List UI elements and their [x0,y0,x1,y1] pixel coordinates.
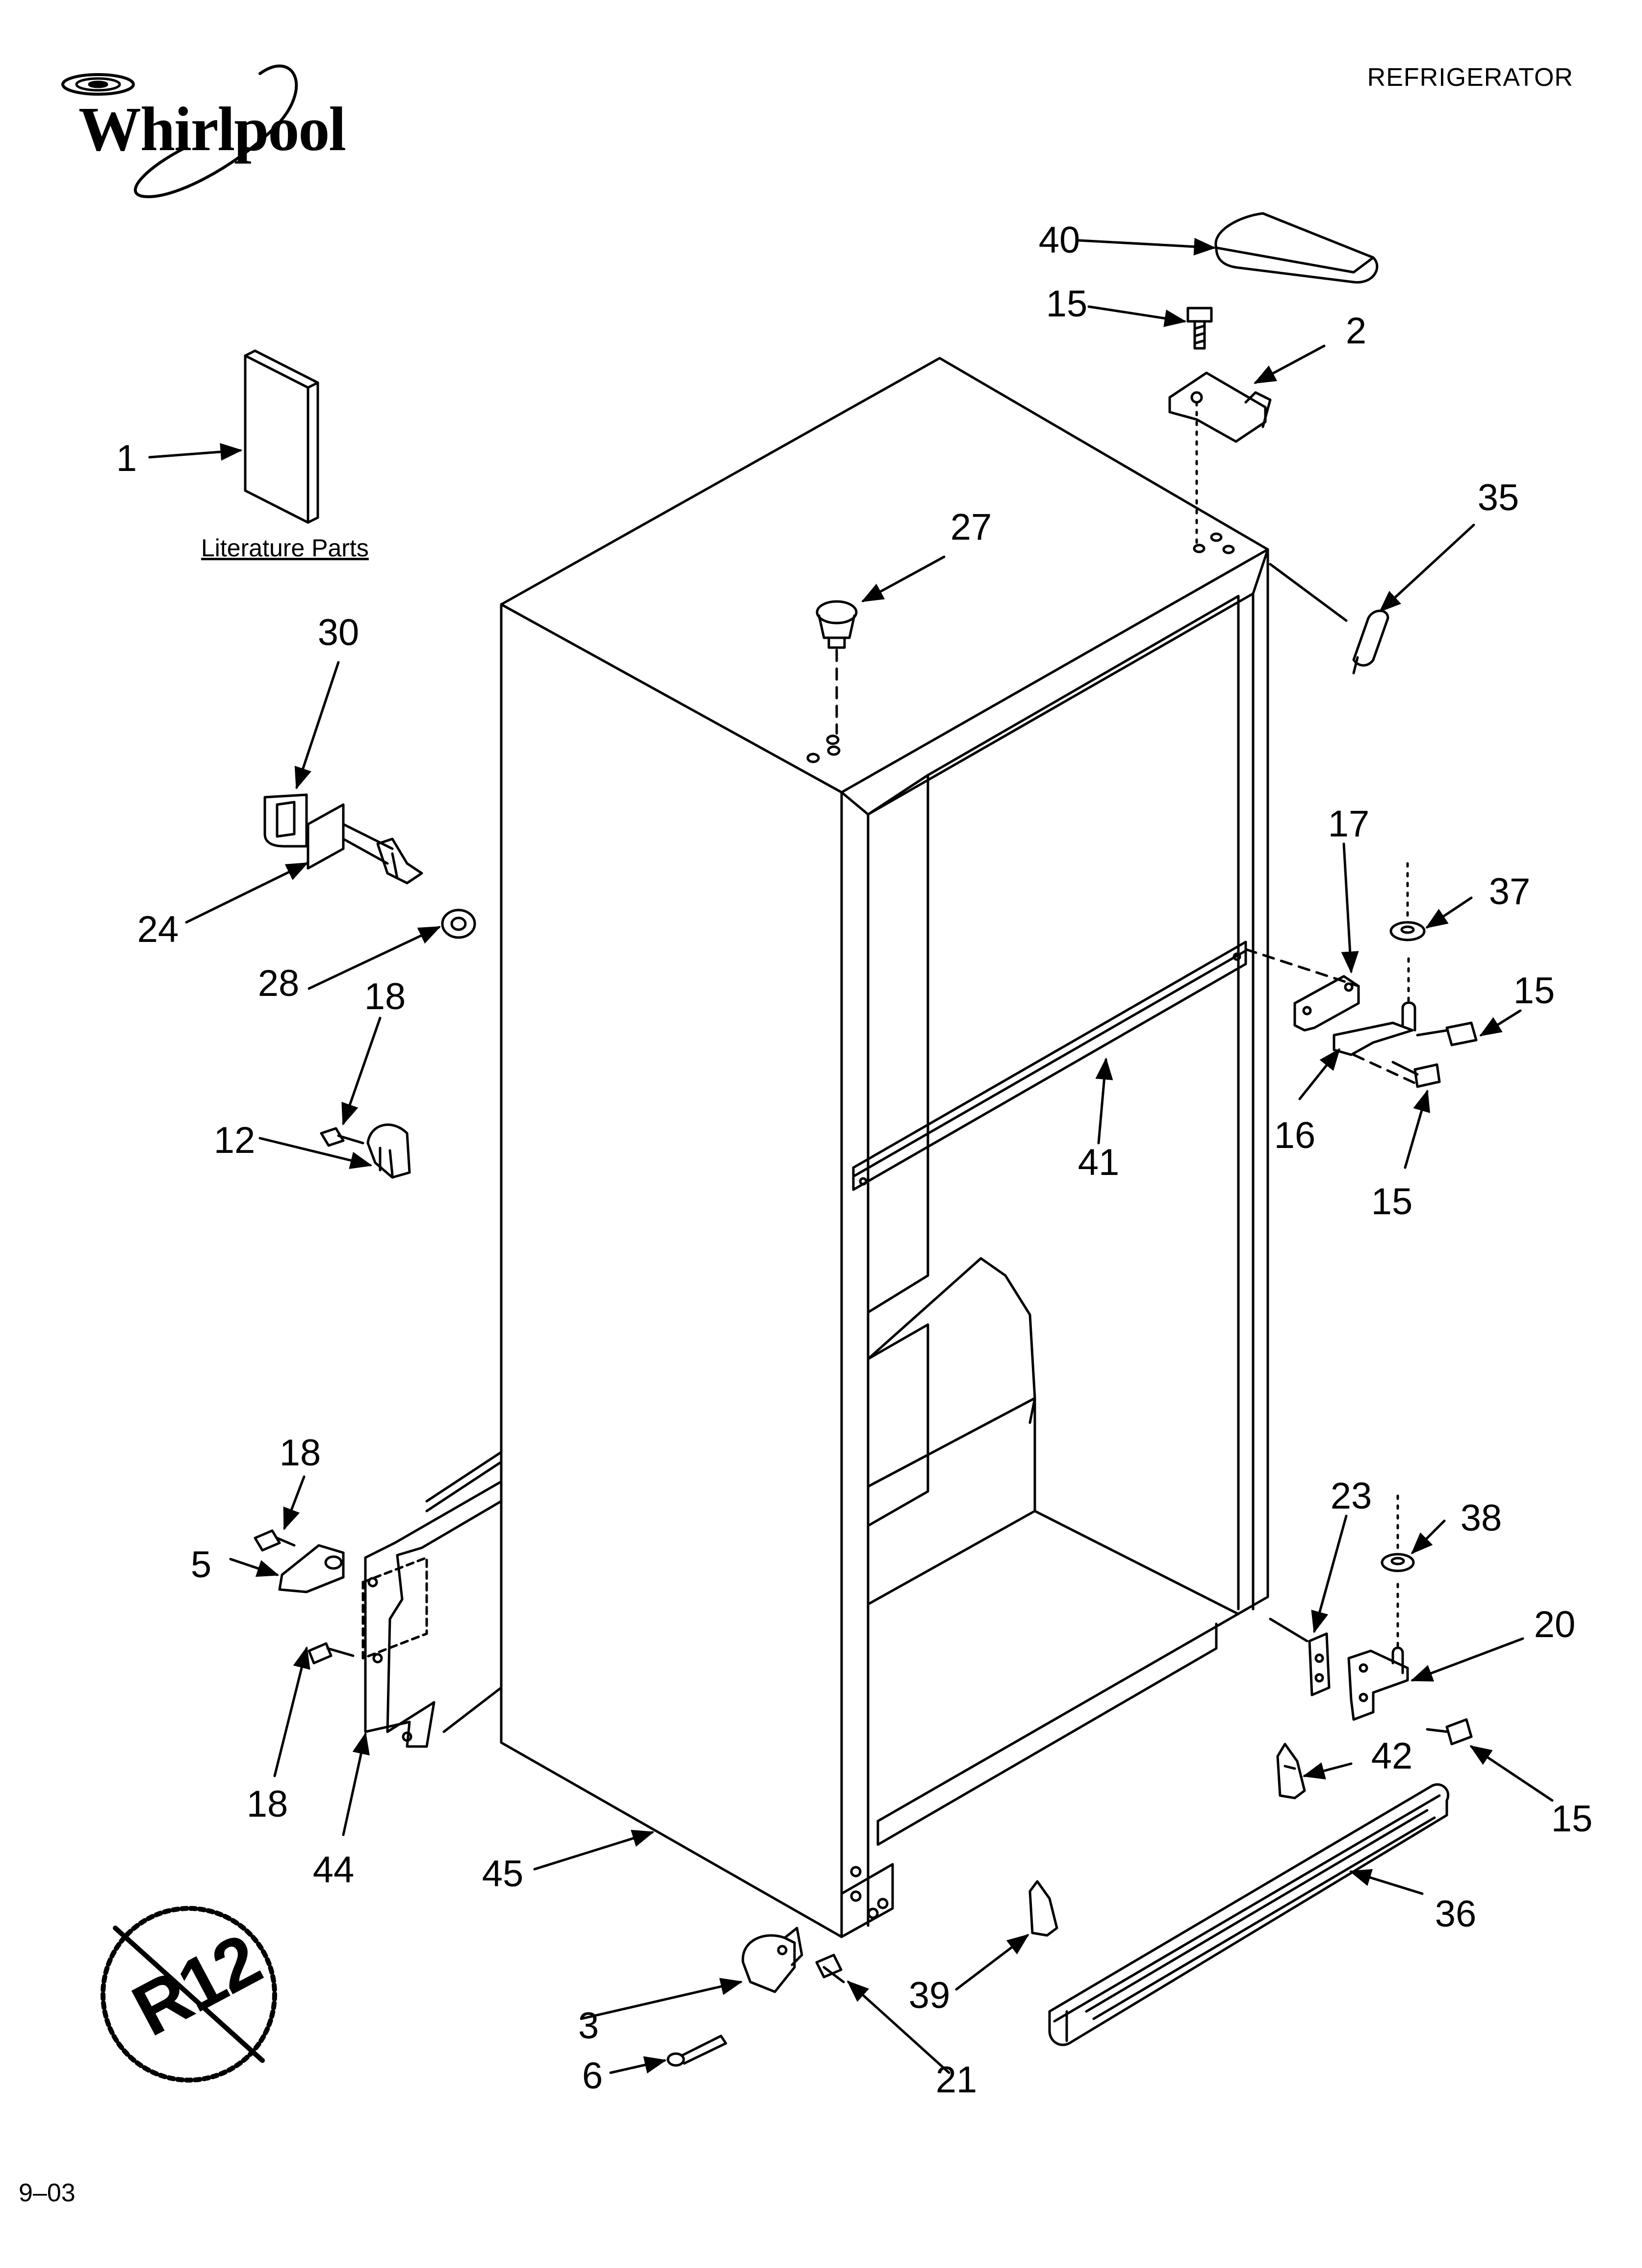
r12-prohibited-badge [101,1906,277,2083]
hinge-cover-part-35[interactable] [1269,563,1389,675]
screw-part-18-upper[interactable] [320,1127,364,1147]
date-code: 9–03 [19,2179,76,2207]
leader-arrows [148,237,1554,2074]
literature-part-1[interactable] [244,349,319,524]
whirlpool-logo-text: Whirlpool [78,94,346,164]
bracket-part-17[interactable] [1244,948,1360,1032]
clip-part-5[interactable] [278,1544,345,1593]
callout-30[interactable]: 30 [317,612,359,653]
hinge-part-16[interactable] [1333,950,1419,1086]
screw-part-15-mid-lower[interactable] [1391,1061,1441,1088]
hinge-part-20[interactable] [1347,1490,1409,1721]
top-cap-part-40[interactable] [1214,212,1379,284]
bushing-part-28[interactable] [441,909,476,939]
literature-parts-label: Literature Parts [201,534,369,562]
callout-18-upper[interactable]: 18 [364,976,406,1017]
callout-15-lower[interactable]: 15 [1551,1798,1593,1840]
callout-2[interactable]: 2 [1345,310,1367,352]
leveler-part-3[interactable] [742,1927,803,1993]
callout-17[interactable]: 17 [1328,803,1370,845]
gasket-part-30[interactable] [263,793,308,848]
screw-part-15-lower[interactable] [1426,1718,1473,1746]
callout-15-mid-lower[interactable]: 15 [1371,1181,1413,1223]
callout-3[interactable]: 3 [578,2005,599,2047]
callout-5[interactable]: 5 [190,1544,212,1586]
callout-21[interactable]: 21 [935,2059,977,2101]
callout-15-mid-right[interactable]: 15 [1513,970,1555,1012]
page-title: REFRIGERATOR [1367,63,1573,92]
callout-27[interactable]: 27 [950,506,992,548]
callout-35[interactable]: 35 [1477,477,1519,519]
callout-39[interactable]: 39 [908,1975,950,2016]
knob-part-24[interactable] [307,803,423,885]
shim-part-23[interactable] [1269,1617,1331,1696]
screw-part-18-middle[interactable] [254,1529,296,1552]
plug-part-27[interactable] [816,600,858,735]
divider-bar-part-41[interactable] [852,940,1247,1191]
callout-6[interactable]: 6 [582,2055,603,2097]
callout-23[interactable]: 23 [1330,1475,1372,1517]
top-cap-edge [1215,246,1375,274]
callout-1[interactable]: 1 [116,438,137,479]
callout-20[interactable]: 20 [1534,1604,1576,1645]
grille-part-36[interactable] [1048,1783,1450,2046]
callout-38[interactable]: 38 [1460,1497,1502,1539]
washer-part-38[interactable] [1381,1553,1415,1572]
whirlpool-logo [61,64,298,198]
callout-28[interactable]: 28 [257,963,300,1004]
callout-45[interactable]: 45 [482,1853,524,1895]
callout-16[interactable]: 16 [1274,1115,1316,1156]
callout-37[interactable]: 37 [1488,871,1531,912]
callout-42[interactable]: 42 [1371,1735,1413,1777]
washer-part-37[interactable] [1389,862,1426,941]
clip-part-39[interactable] [1028,1880,1058,1937]
callout-36[interactable]: 36 [1435,1893,1477,1935]
callout-44[interactable]: 44 [312,1849,355,1891]
callout-18-lower[interactable]: 18 [246,1783,288,1825]
screw-part-18-lower[interactable] [308,1642,355,1665]
callout-40[interactable]: 40 [1038,219,1080,261]
hinge-part-2[interactable] [1168,371,1272,546]
screw-part-21[interactable] [815,1954,845,1983]
cabinet-part-45[interactable] [425,357,1269,1938]
callout-24[interactable]: 24 [137,909,179,950]
clip-part-42[interactable] [1276,1743,1306,1799]
callout-15-top[interactable]: 15 [1046,283,1088,325]
pin-part-6[interactable] [667,2034,727,2067]
bracket-part-44[interactable] [361,1480,503,1748]
callout-12[interactable]: 12 [213,1120,256,1161]
clip-part-12[interactable] [366,1123,411,1179]
screw-part-15-top[interactable] [1186,307,1213,350]
screw-part-15-mid-right[interactable] [1416,1021,1478,1046]
callout-18-middle[interactable]: 18 [279,1432,321,1474]
callout-41[interactable]: 41 [1078,1142,1120,1183]
